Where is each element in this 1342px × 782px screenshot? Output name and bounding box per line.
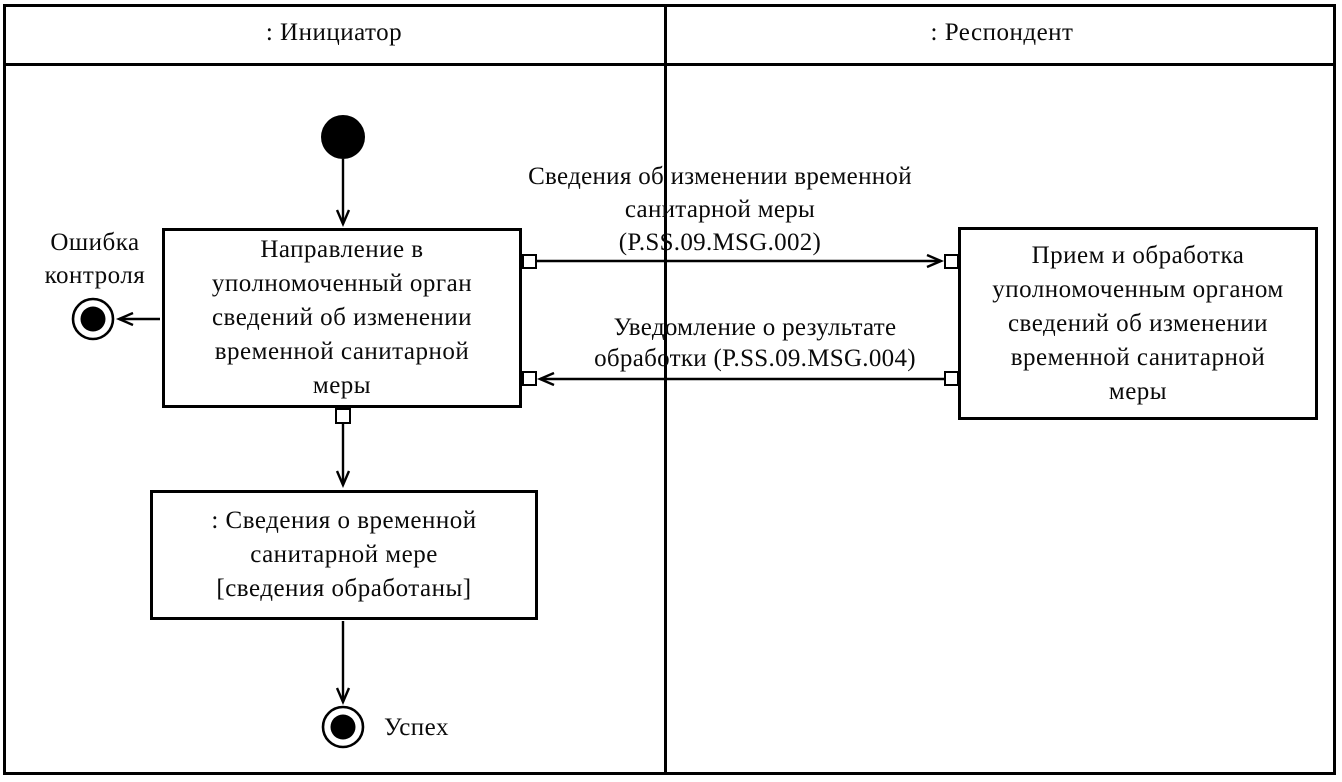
activity-initiator-line: временной санитарной [214, 338, 470, 365]
diagram-outer-border [3, 4, 1336, 775]
error-final-label: Ошибка контроля [15, 226, 175, 292]
lane-header-respondent: : Респондент [930, 19, 1074, 46]
lane-divider [664, 4, 667, 775]
object-node-line: [сведения обработаны] [216, 575, 472, 602]
message-label-msg002-line: (P.SS.09.MSG.002) [618, 229, 822, 256]
message-label-msg002-line: Сведения об изменении временной [528, 163, 912, 190]
object-node-sanitary-measure: : Сведения о временной санитарной мере [… [150, 490, 538, 620]
error-final-label-line: Ошибка [50, 229, 140, 256]
object-node-line: санитарной мере [250, 541, 438, 568]
object-node-line: : Сведения о временной [211, 507, 477, 534]
activity-respondent-line: временной санитарной [1010, 343, 1266, 371]
activity-respondent-line: уполномоченным органом [992, 275, 1284, 303]
activity-initiator-send: Направление в уполномоченный орган сведе… [162, 228, 522, 408]
activity-respondent-line: сведений об изменении [1007, 309, 1269, 337]
message-label-msg002: Сведения об изменении временной санитарн… [490, 160, 950, 259]
message-label-msg004-line: обработки (P.SS.09.MSG.004) [594, 345, 916, 372]
activity-initiator-line: уполномоченный орган [211, 270, 473, 297]
activity-respondent-process: Прием и обработка уполномоченным органом… [958, 227, 1318, 420]
activity-initiator-line: Направление в [260, 236, 424, 263]
lane-header-divider [3, 63, 1336, 66]
lane-header-initiator: : Инициатор [265, 19, 403, 46]
activity-initiator-line: меры [312, 372, 372, 399]
activity-respondent-line: Прием и обработка [1031, 241, 1245, 269]
success-final-label: Успех [384, 714, 449, 741]
message-label-msg004: Уведомление о результате обработки (P.SS… [530, 312, 980, 374]
activity-respondent-line: меры [1108, 377, 1168, 405]
error-final-label-line: контроля [44, 262, 146, 289]
activity-initiator-line: сведений об изменении [211, 304, 473, 331]
message-label-msg004-line: Уведомление о результате [613, 314, 897, 341]
message-label-msg002-line: санитарной меры [624, 196, 816, 223]
